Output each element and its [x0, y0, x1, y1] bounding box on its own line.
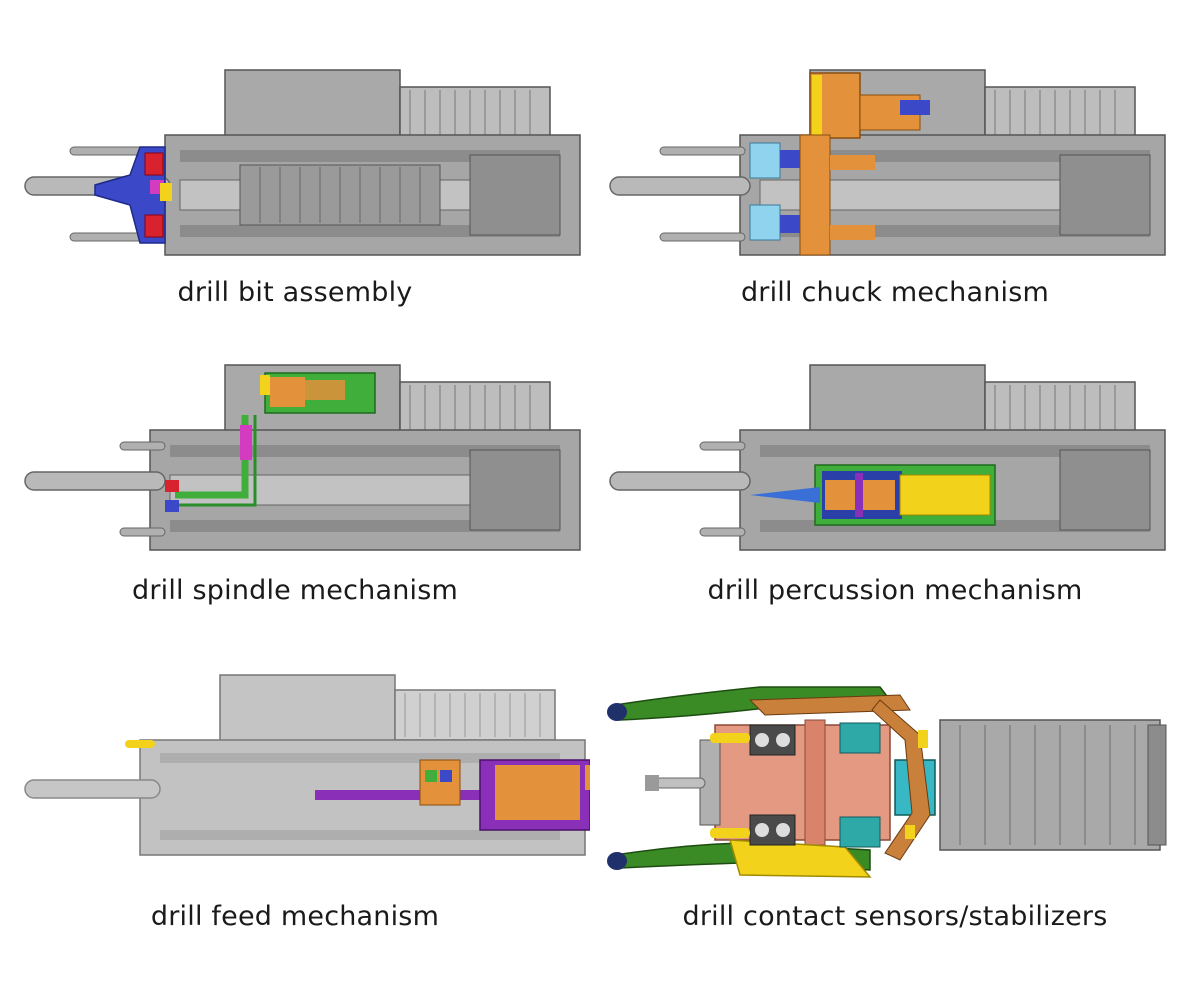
caption-drill-spindle-mechanism: drill spindle mechanism [132, 575, 458, 606]
panel-drill-spindle-mechanism: drill spindle mechanism [0, 355, 590, 675]
drill-cutaway-illustration [24, 674, 590, 856]
caption-drill-chuck-mechanism: drill chuck mechanism [740, 277, 1050, 308]
drill-shaft [24, 441, 166, 537]
panel-drill-bit-assembly: drill bit assembly [0, 55, 590, 375]
drill-body [139, 674, 586, 856]
caption-drill-bit-assembly: drill bit assembly [177, 277, 413, 308]
panel-drill-percussion-mechanism: drill percussion mechanism [600, 355, 1190, 675]
linkage-and-electronics [839, 699, 936, 861]
contact-sensors [710, 724, 796, 846]
drill-cutaway-illustration [609, 69, 1166, 256]
caption-drill-contact-sensors-stabilizers: drill contact sensors/stabilizers [682, 901, 1108, 932]
panel-drill-contact-sensors-stabilizers: drill contact sensors/stabilizers [600, 665, 1190, 985]
caption-drill-feed-mechanism: drill feed mechanism [150, 901, 440, 932]
drill-cutaway-illustration [24, 364, 581, 551]
drill-shaft [609, 441, 751, 537]
drill-cutaway-illustration [24, 69, 581, 256]
drill-housing [939, 719, 1167, 851]
highlighted-percussion-mechanism [750, 464, 996, 526]
panel-drill-feed-mechanism: drill feed mechanism [0, 665, 590, 985]
drill-shaft [645, 775, 706, 791]
drill-shaft [24, 740, 161, 799]
drill-external-view-illustration [607, 686, 1167, 878]
drill-body [149, 364, 581, 551]
highlighted-chuck-mechanism [749, 72, 930, 256]
highlighted-bit-assembly [94, 146, 172, 244]
caption-drill-percussion-mechanism: drill percussion mechanism [707, 575, 1083, 606]
panel-drill-chuck-mechanism: drill chuck mechanism [600, 55, 1190, 375]
drill-body [164, 69, 581, 256]
drill-cutaway-illustration [609, 364, 1166, 551]
highlighted-spindle-mechanism [165, 372, 376, 512]
drill-shaft [609, 146, 751, 242]
highlighted-feed-mechanism [315, 759, 590, 831]
stabilizer-arms [607, 686, 911, 878]
